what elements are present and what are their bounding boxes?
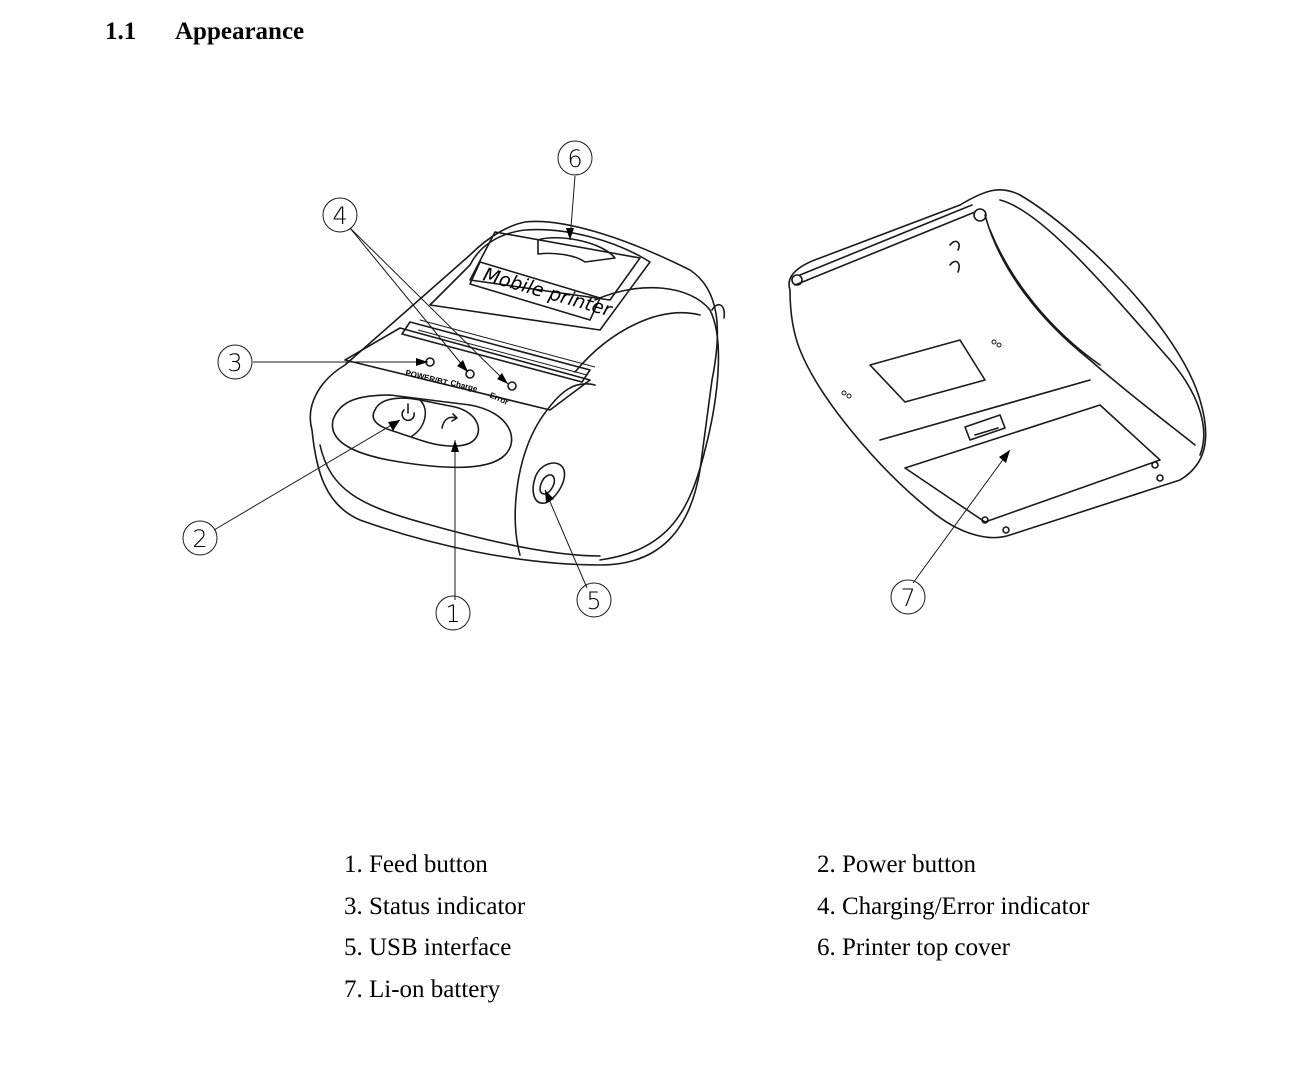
callout-7: 7 — [890, 579, 926, 615]
section-number: 1.1 — [105, 18, 137, 45]
printer-front-view: Mobile printer POWER/BT Charge Error — [309, 220, 726, 566]
callout-5: 5 — [576, 582, 612, 618]
callout-lines — [213, 175, 1011, 600]
callout-3-number: 3 — [227, 349, 242, 377]
legend-item-charging-error-indicator: 4. Charging/Error indicator — [817, 893, 1090, 920]
indicator-label-error: Error — [488, 391, 510, 407]
callout-6: 6 — [557, 140, 593, 176]
callout-2: 2 — [182, 520, 218, 556]
callout-6-number: 6 — [567, 145, 582, 173]
callout-4-number: 4 — [332, 202, 347, 230]
callout-5-number: 5 — [586, 587, 601, 615]
callout-3: 3 — [217, 344, 253, 380]
legend-item-usb-interface: 5. USB interface — [344, 934, 512, 961]
printer-rear-view — [788, 189, 1207, 539]
legend-item-power-button: 2. Power button — [817, 851, 977, 878]
legend-item-status-indicator: 3. Status indicator — [344, 893, 526, 920]
callout-1-number: 1 — [445, 600, 460, 628]
legend-item-printer-top-cover: 6. Printer top cover — [817, 934, 1011, 961]
section-heading: 1.1 Appearance — [105, 18, 304, 46]
callout-4: 4 — [322, 197, 358, 233]
indicator-label-charge: Charge — [450, 378, 479, 394]
indicator-label-power: POWER/BT — [405, 368, 449, 387]
section-title: Appearance — [175, 18, 305, 45]
legend-item-feed-button: 1. Feed button — [344, 851, 488, 878]
callout-7-number: 7 — [900, 584, 915, 612]
callout-2-number: 2 — [192, 525, 207, 553]
legend-item-li-on-battery: 7. Li-on battery — [344, 976, 501, 1003]
callout-1: 1 — [435, 595, 471, 631]
